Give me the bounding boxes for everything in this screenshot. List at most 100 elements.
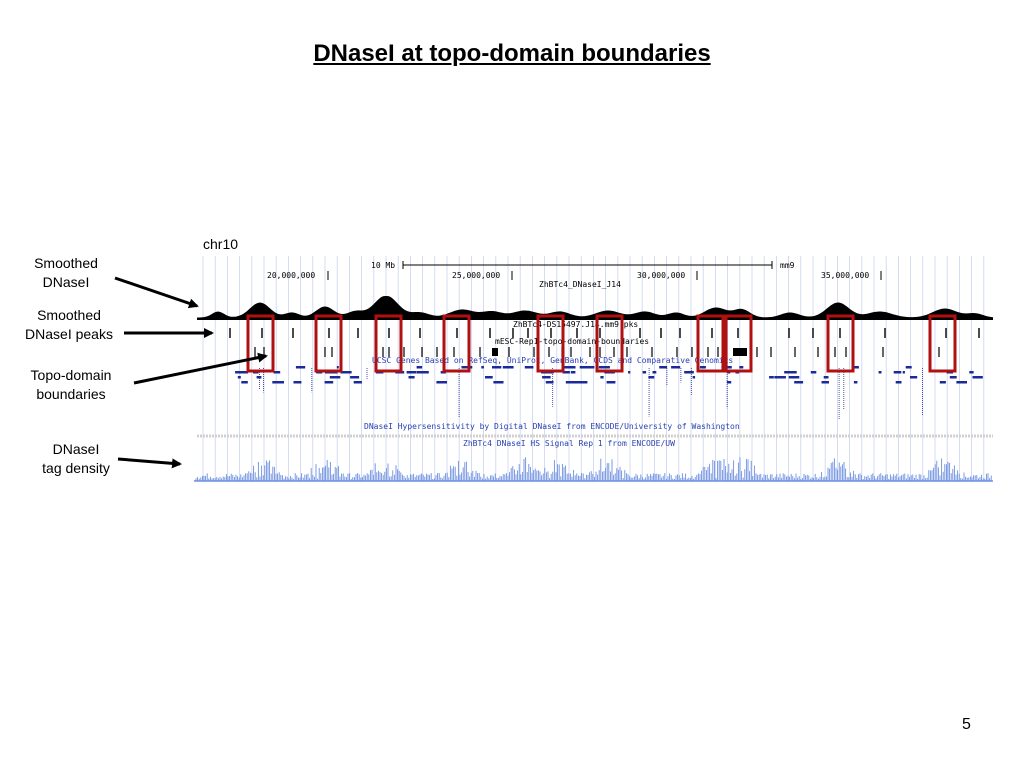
gene-glyph <box>652 371 657 374</box>
gene-glyph <box>628 371 631 374</box>
highlight-box-10 <box>928 314 957 373</box>
scale-label: 10 Mb <box>371 261 395 270</box>
gene-glyph <box>905 366 912 369</box>
label-tag-density-line1: DNaseI <box>52 441 100 457</box>
gene-glyph <box>726 381 732 384</box>
assembly-label: mm9 <box>780 261 795 270</box>
gene-glyph <box>336 366 339 369</box>
highlight-box-3 <box>374 314 403 373</box>
gene-glyph <box>294 381 299 384</box>
highlight-box-9 <box>826 314 855 373</box>
browser-panel <box>195 255 993 483</box>
gene-glyph <box>576 381 588 384</box>
dnasei-peak-ticks <box>229 328 980 338</box>
highlight-box-8 <box>724 314 753 373</box>
gene-glyph <box>273 371 281 374</box>
track-label-hypersensitivity: DNaseI Hypersensitivity by Digital DNase… <box>364 422 740 431</box>
gene-glyph <box>956 381 967 384</box>
gene-glyph <box>969 371 974 374</box>
gene-glyph <box>787 371 795 374</box>
gene-glyph <box>739 366 744 369</box>
gene-glyph <box>642 371 647 374</box>
gene-glyph <box>485 376 493 379</box>
gene-glyph <box>648 376 655 379</box>
gene-glyph <box>416 366 423 369</box>
gene-glyph <box>493 381 504 384</box>
gene-glyph <box>481 366 484 369</box>
label-smoothed-dnasei-line2: DNaseI <box>42 274 90 290</box>
highlight-box-7 <box>696 314 725 373</box>
gene-glyph <box>502 366 514 369</box>
gene-glyph <box>421 371 429 374</box>
gene-glyph <box>241 381 248 384</box>
peak-block <box>492 348 498 356</box>
gene-glyph <box>570 371 576 374</box>
gene-glyph <box>951 376 957 379</box>
gene-glyph <box>492 366 502 369</box>
gene-glyph <box>237 376 241 379</box>
label-topo-boundaries-line1: Topo-domain <box>30 367 112 383</box>
gene-glyph <box>895 381 902 384</box>
gene-glyph <box>324 381 334 384</box>
gene-glyph <box>684 371 694 374</box>
highlight-box-2 <box>314 314 343 373</box>
smoothed-dnasei-track <box>197 296 993 319</box>
position-label-20m: 20,000,000 <box>267 271 315 280</box>
label-smoothed-peaks: Smoothed DNaseI peaks <box>8 306 130 344</box>
gene-glyph <box>606 381 616 384</box>
label-topo-boundaries-line2: boundaries <box>36 386 106 402</box>
gene-glyph <box>524 366 534 369</box>
boundary-highlight-boxes <box>246 314 957 373</box>
gene-glyph <box>545 381 554 384</box>
gene-glyph <box>949 376 953 379</box>
gene-glyph <box>878 371 882 374</box>
gene-glyph <box>853 381 858 384</box>
gene-glyph <box>810 371 817 374</box>
gene-glyph <box>601 366 610 369</box>
highlight-box-1 <box>246 314 275 373</box>
gene-glyph <box>340 371 352 374</box>
gene-glyph <box>350 376 360 379</box>
gene-glyph <box>972 376 977 379</box>
position-axis: 20,000,000 25,000,000 30,000,000 35,000,… <box>267 271 882 280</box>
gene-glyph <box>823 376 829 379</box>
arrow-smoothed-dnasei <box>114 276 199 309</box>
label-tag-density-line2: tag density <box>42 460 110 476</box>
page-number: 5 <box>962 716 971 733</box>
gene-glyph <box>911 376 918 379</box>
gene-glyph <box>692 376 696 379</box>
track-label-topo-domains: mESC-Rep1-topo-domain-boundaries <box>495 337 649 346</box>
position-label-30m: 30,000,000 <box>637 271 685 280</box>
gene-glyph <box>256 376 262 379</box>
gene-glyph <box>562 371 570 374</box>
gene-glyph <box>796 381 804 384</box>
gene-glyph <box>235 371 242 374</box>
gene-glyph <box>436 381 447 384</box>
grid-lines <box>202 256 985 482</box>
track-label-hs-signal: ZhBTc4 DNaseI HS Signal Rep 1 from ENCOD… <box>463 439 675 448</box>
label-smoothed-peaks-line1: Smoothed <box>37 307 101 323</box>
gene-glyph <box>408 376 414 379</box>
boundary-block <box>733 348 747 356</box>
gene-glyph <box>774 376 786 379</box>
position-label-35m: 35,000,000 <box>821 271 869 280</box>
gene-glyph <box>724 366 732 369</box>
gene-glyph <box>699 366 706 369</box>
position-label-25m: 25,000,000 <box>452 271 500 280</box>
gene-glyph <box>893 371 899 374</box>
gene-glyph <box>563 366 575 369</box>
scale-bar: 10 Mb mm9 <box>371 261 795 270</box>
gene-glyph <box>939 381 946 384</box>
gene-glyph <box>406 371 417 374</box>
gene-glyph <box>579 366 587 369</box>
gene-glyph <box>565 381 575 384</box>
slide-title: DNaseI at topo-domain boundaries <box>313 40 711 67</box>
gene-glyph <box>659 366 668 369</box>
highlight-box-6 <box>595 314 624 373</box>
track-label-dnase-peaks: ZhBTc4-DS15497.J14.mm9.pks <box>513 320 638 329</box>
gene-glyph <box>671 366 681 369</box>
gene-glyph <box>542 376 551 379</box>
arrow-tag-density <box>117 457 182 469</box>
gene-glyph <box>972 376 983 379</box>
